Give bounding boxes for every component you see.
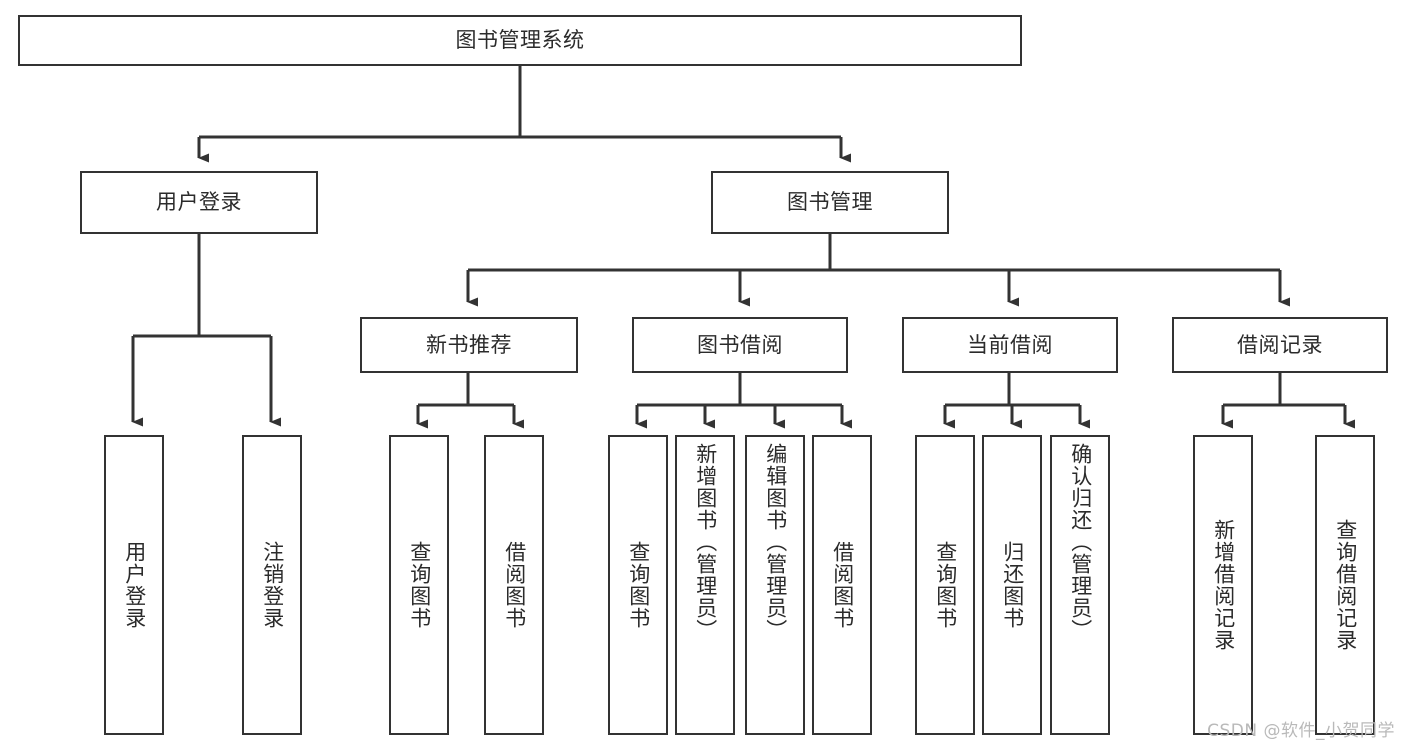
node-leaf-add-borrow-record[interactable]: 新增借阅记录 bbox=[1193, 435, 1253, 735]
node-borrow-record[interactable]: 借阅记录 bbox=[1172, 317, 1388, 373]
node-new-book-recommend[interactable]: 新书推荐 bbox=[360, 317, 578, 373]
node-leaf-return-book[interactable]: 归还图书 bbox=[982, 435, 1042, 735]
node-label: 查询借阅记录 bbox=[1333, 519, 1358, 651]
node-label: 新书推荐 bbox=[426, 332, 512, 357]
node-label: 确认归还（管理员） bbox=[1068, 443, 1093, 641]
node-label: 查询图书 bbox=[626, 541, 651, 629]
node-label: 图书借阅 bbox=[697, 332, 783, 357]
node-leaf-query-book-newbook[interactable]: 查询图书 bbox=[389, 435, 449, 735]
node-leaf-borrow-book-borrow[interactable]: 借阅图书 bbox=[812, 435, 872, 735]
node-label: 新增图书（管理员） bbox=[693, 443, 718, 641]
node-current-borrow[interactable]: 当前借阅 bbox=[902, 317, 1118, 373]
node-label: 新增借阅记录 bbox=[1211, 519, 1236, 651]
node-label: 借阅图书 bbox=[502, 541, 527, 629]
node-label: 当前借阅 bbox=[967, 332, 1053, 357]
node-label: 借阅图书 bbox=[830, 541, 855, 629]
node-label: 借阅记录 bbox=[1237, 332, 1323, 357]
node-leaf-logout[interactable]: 注销登录 bbox=[242, 435, 302, 735]
node-leaf-edit-book-admin[interactable]: 编辑图书（管理员） bbox=[745, 435, 805, 735]
node-user-login[interactable]: 用户登录 bbox=[80, 171, 318, 234]
node-label: 查询图书 bbox=[933, 541, 958, 629]
node-leaf-query-book-current[interactable]: 查询图书 bbox=[915, 435, 975, 735]
node-leaf-query-book-borrow[interactable]: 查询图书 bbox=[608, 435, 668, 735]
node-label: 图书管理 bbox=[787, 190, 873, 215]
node-label: 注销登录 bbox=[260, 541, 285, 629]
node-leaf-borrow-book-newbook[interactable]: 借阅图书 bbox=[484, 435, 544, 735]
node-leaf-confirm-return-admin[interactable]: 确认归还（管理员） bbox=[1050, 435, 1110, 735]
node-leaf-add-book-admin[interactable]: 新增图书（管理员） bbox=[675, 435, 735, 735]
node-label: 编辑图书（管理员） bbox=[763, 443, 788, 641]
node-book-borrow[interactable]: 图书借阅 bbox=[632, 317, 848, 373]
node-root-book-management-system[interactable]: 图书管理系统 bbox=[18, 15, 1022, 66]
node-leaf-user-login[interactable]: 用户登录 bbox=[104, 435, 164, 735]
node-book-management[interactable]: 图书管理 bbox=[711, 171, 949, 234]
node-label: 用户登录 bbox=[122, 541, 147, 629]
node-leaf-query-borrow-record[interactable]: 查询借阅记录 bbox=[1315, 435, 1375, 735]
node-label: 用户登录 bbox=[156, 190, 242, 215]
node-label: 归还图书 bbox=[1000, 541, 1025, 629]
watermark-text: CSDN @软件_小贺同学 bbox=[1207, 721, 1395, 741]
node-label: 查询图书 bbox=[407, 541, 432, 629]
node-label: 图书管理系统 bbox=[455, 28, 585, 53]
